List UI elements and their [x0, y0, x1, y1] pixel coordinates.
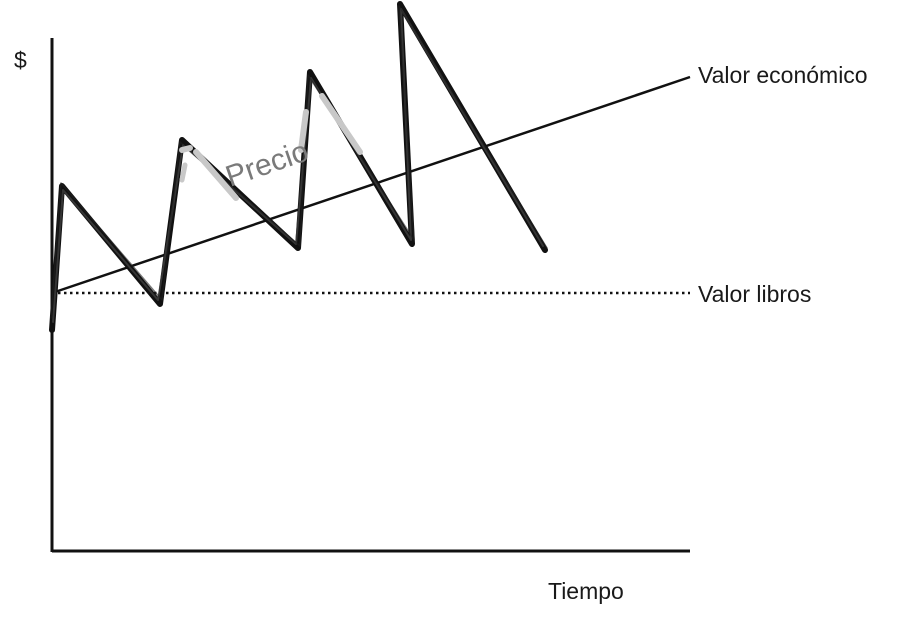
y-axis-label: $ — [14, 47, 27, 73]
economic-value-label: Valor económico — [698, 62, 868, 88]
book-value-label: Valor libros — [698, 281, 811, 307]
economic-value-line — [51, 75, 691, 295]
price-line — [49, 1, 548, 333]
x-axis-label: Tiempo — [548, 578, 624, 604]
price-label: Precio — [222, 135, 313, 194]
